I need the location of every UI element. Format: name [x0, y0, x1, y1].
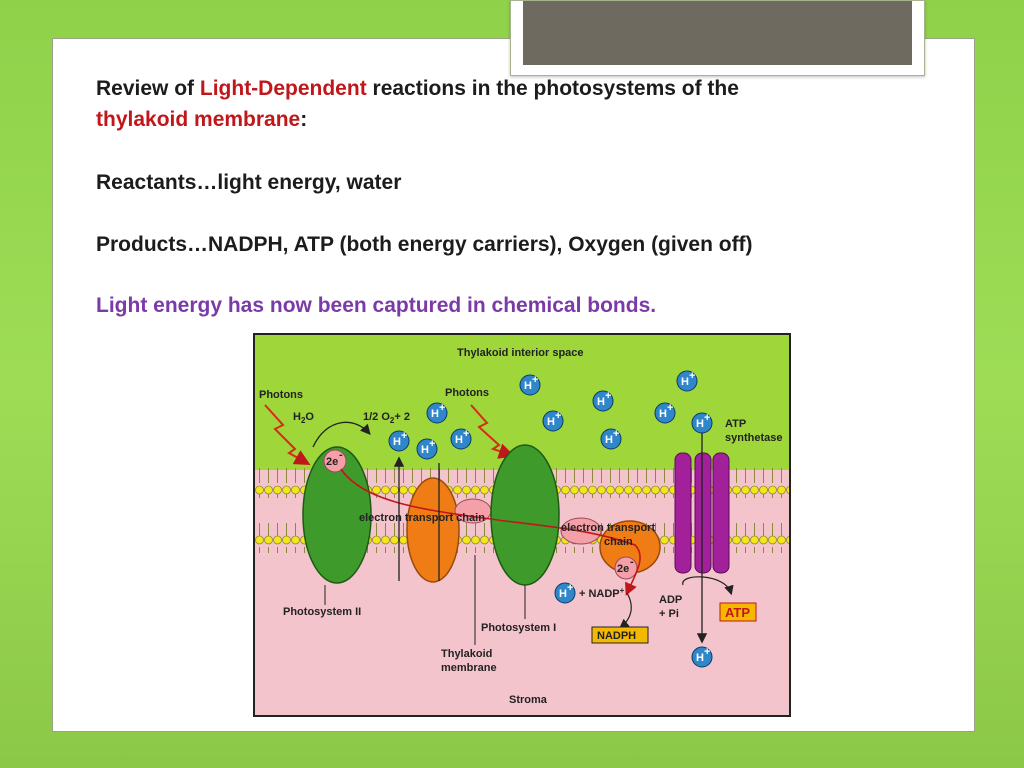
- svg-text:+: +: [704, 646, 710, 658]
- h-ion-12: H+: [554, 582, 576, 604]
- svg-text:-: -: [630, 556, 634, 568]
- photon-arrow-left: [264, 404, 311, 465]
- atp-synthase: [674, 452, 730, 574]
- atp-synthetase-label-1: ATP: [725, 418, 746, 430]
- etc-right-label-1: electron transport: [561, 522, 655, 534]
- svg-text:H: H: [605, 434, 613, 446]
- svg-text:2e: 2e: [617, 563, 629, 575]
- photosystem-i-label: Photosystem I: [481, 622, 556, 634]
- conclusion-line: Light energy has now been captured in ch…: [96, 294, 657, 317]
- svg-text:H: H: [421, 444, 429, 456]
- photosystem-ii-label: Photosystem II: [283, 606, 361, 618]
- svg-text:H: H: [455, 434, 463, 446]
- atp-synthetase-label-2: synthetase: [725, 432, 782, 444]
- title-placeholder-card: [510, 0, 925, 76]
- svg-text:H: H: [431, 408, 439, 420]
- adp-label-2: + Pi: [659, 608, 679, 620]
- h-ion-6: H+: [654, 402, 676, 424]
- light-reaction-diagram: Thylakoid interior space Photons Photons…: [253, 333, 791, 717]
- products-line: Products…NADPH, ATP (both energy carrier…: [96, 233, 753, 256]
- photons-left-label: Photons: [259, 389, 303, 401]
- svg-text:H: H: [559, 588, 567, 600]
- etc-right-label-2: chain: [604, 536, 633, 548]
- svg-text:+: +: [429, 438, 435, 450]
- svg-text:H: H: [393, 436, 401, 448]
- svg-text:H: H: [547, 416, 555, 428]
- review-line-2: thylakoid membrane:: [96, 108, 307, 132]
- svg-text:H: H: [681, 376, 689, 388]
- review-line-1: Review of Light-Dependent reactions in t…: [96, 77, 739, 101]
- thylakoid-membrane-label-1: Thylakoid: [441, 648, 492, 660]
- svg-text:H: H: [524, 380, 532, 392]
- h-ion-9: H+: [416, 438, 438, 460]
- h-ion-5: H+: [542, 410, 564, 432]
- h-ion-2: H+: [676, 370, 698, 392]
- svg-text:H: H: [696, 652, 704, 664]
- h-ion-3: H+: [592, 390, 614, 412]
- colon: :: [300, 108, 308, 131]
- atp-box: [719, 602, 757, 622]
- svg-text:+: +: [605, 390, 611, 402]
- electron-badge-ps1: 2e-: [614, 556, 638, 580]
- cytochrome-complex: [406, 477, 460, 583]
- svg-text:+: +: [613, 428, 619, 440]
- interior-space-label: Thylakoid interior space: [457, 347, 584, 359]
- nadph-arrow: [619, 592, 632, 629]
- water-label: H2O: [293, 411, 314, 425]
- water-split-arrow: [312, 421, 371, 448]
- svg-text:H: H: [696, 418, 704, 430]
- nadph-box: [591, 626, 649, 644]
- photosystem-ii: [302, 446, 372, 584]
- stroma-label: Stroma: [509, 694, 548, 706]
- reactants-line: Reactants…light energy, water: [96, 171, 402, 194]
- title-placeholder-fill: [523, 1, 912, 65]
- svg-text:+: +: [439, 402, 445, 414]
- nadph-label: NADPH: [597, 630, 636, 642]
- svg-text:+: +: [667, 402, 673, 414]
- electron-badge-ps2: 2e-: [323, 449, 347, 473]
- svg-text:+: +: [704, 412, 710, 424]
- thylakoid-membrane-highlight: thylakoid membrane: [96, 108, 301, 131]
- light-dependent-highlight: Light-Dependent: [199, 77, 367, 100]
- oxygen-label: 1/2 O2+ 2: [363, 411, 410, 425]
- etc-left-label: electron transport chain: [359, 512, 485, 524]
- thylakoid-membrane-label-2: membrane: [441, 662, 497, 674]
- svg-text:+: +: [555, 410, 561, 422]
- electron-flow-path: [340, 468, 641, 596]
- review-text-cont: reactions in the photosystems of the: [366, 77, 739, 100]
- photon-arrow-right: [470, 404, 515, 459]
- svg-text:+: +: [463, 428, 469, 440]
- svg-text:+: +: [567, 582, 573, 594]
- svg-text:H: H: [597, 396, 605, 408]
- photosystem-i: [490, 444, 560, 586]
- h-ion-1: H+: [519, 374, 541, 396]
- svg-text:2e: 2e: [326, 456, 338, 468]
- h-ion-group: H+ H+ H+ H+ H+ H+ H+ H+ H+ H+ H+ H+ H+: [388, 370, 713, 668]
- review-text: Review of: [96, 77, 200, 100]
- svg-text:+: +: [532, 374, 538, 386]
- h-ion-13: H+: [691, 646, 713, 668]
- nadp-label: + NADP+: [579, 586, 625, 600]
- photons-right-label: Photons: [445, 387, 489, 399]
- h-ion-11: H+: [600, 428, 622, 450]
- h-ion-4: H+: [426, 402, 448, 424]
- atp-label: ATP: [725, 605, 750, 620]
- svg-text:+: +: [401, 430, 407, 442]
- svg-text:H: H: [659, 408, 667, 420]
- atp-formation-arrow: [682, 576, 734, 596]
- svg-text:-: -: [339, 449, 343, 461]
- adp-label-1: ADP: [659, 594, 682, 606]
- svg-text:+: +: [689, 370, 695, 382]
- h-ion-8: H+: [388, 430, 410, 452]
- h-ion-10: H+: [450, 428, 472, 450]
